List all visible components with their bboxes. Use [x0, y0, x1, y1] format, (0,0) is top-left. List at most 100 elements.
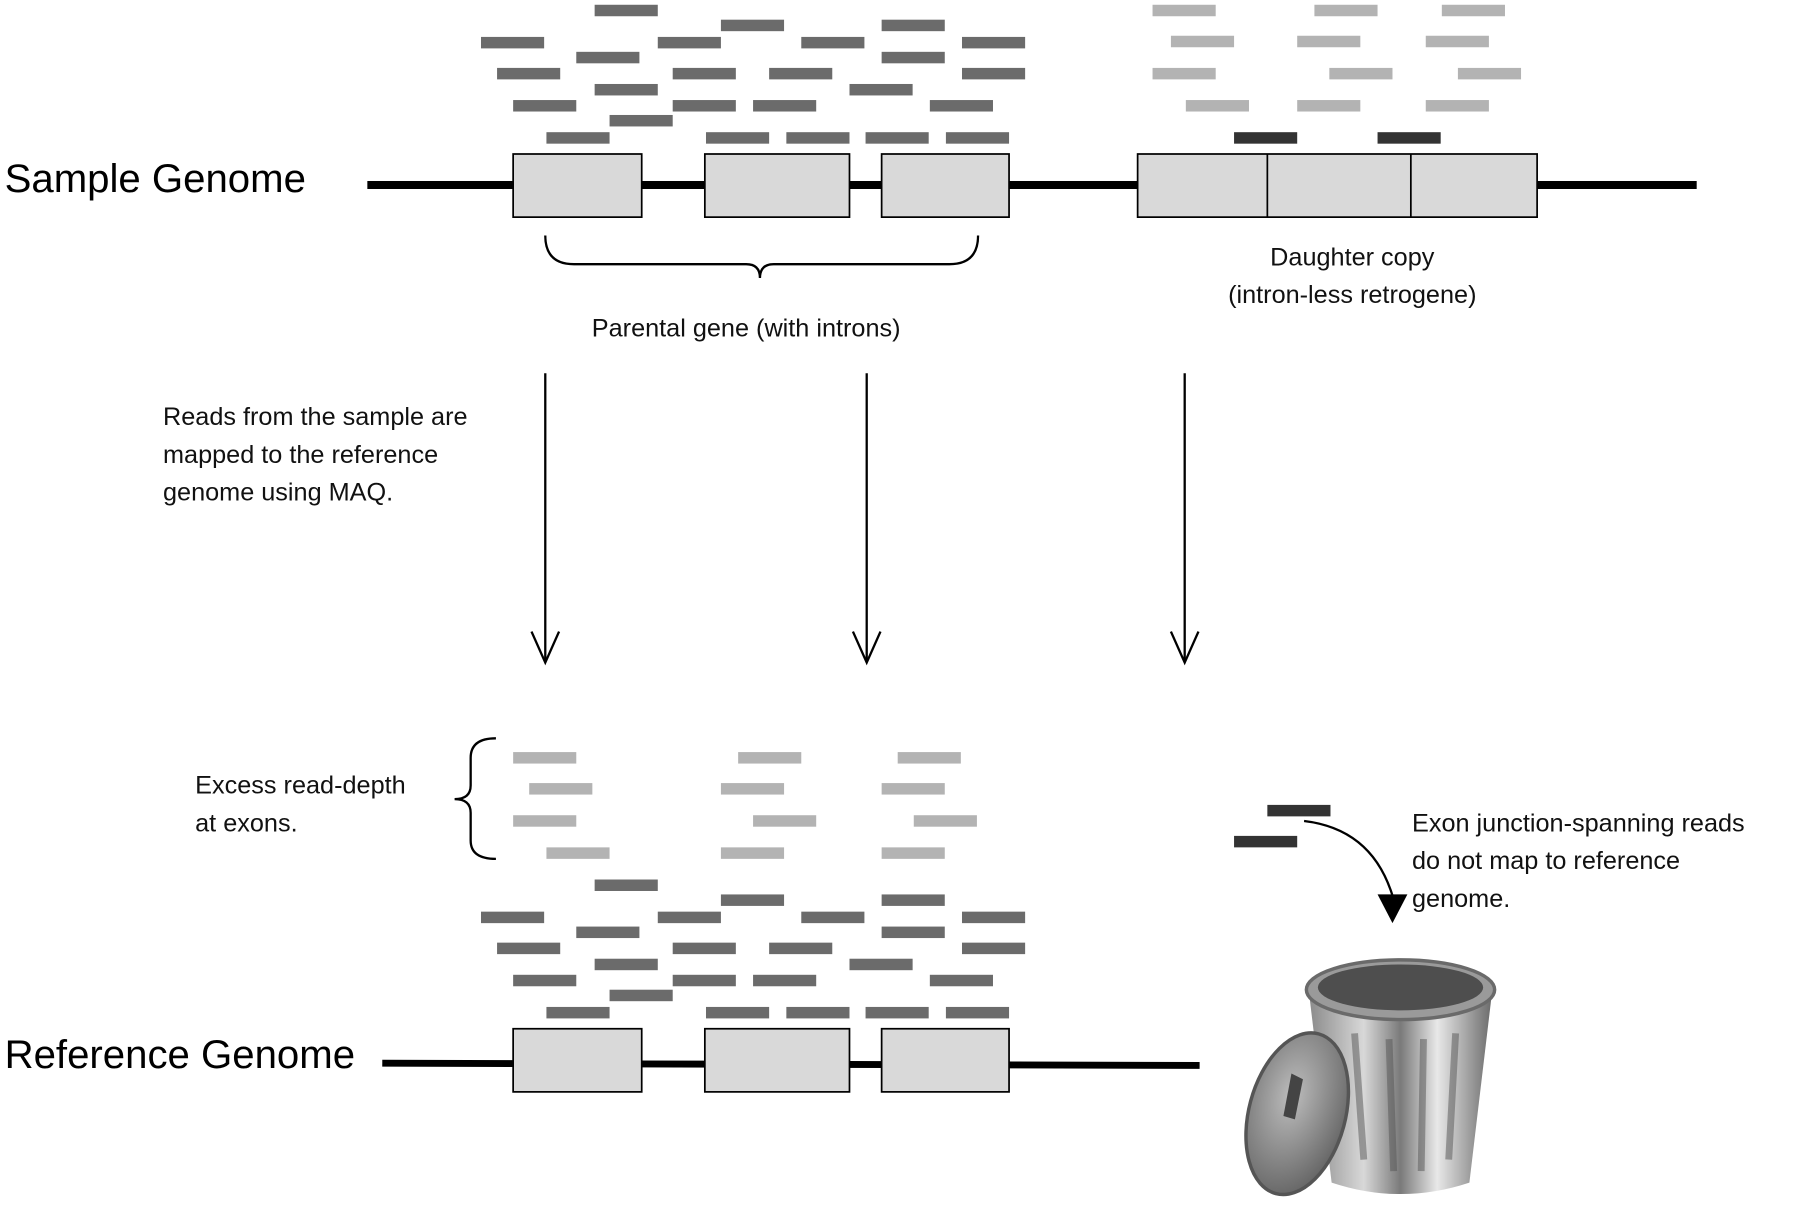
mapped-parental-read: [865, 1006, 929, 1019]
excess-mapped-read: [913, 815, 977, 827]
mapped-parental-read: [881, 926, 945, 939]
excess-mapped-read: [897, 752, 961, 764]
retrogene-read: [1185, 100, 1249, 112]
parental-read: [865, 132, 929, 144]
exon: [512, 153, 643, 218]
excess-note-line: Excess read-depth: [195, 771, 406, 799]
retrogene-read: [1425, 100, 1489, 112]
mapped-parental-read: [594, 958, 658, 971]
retrogene-read: [1152, 67, 1216, 80]
excess-mapped-read: [513, 815, 577, 827]
down-arrow-icon: [1169, 373, 1200, 666]
reference-genome-label: Reference Genome: [5, 1032, 355, 1077]
excess-mapped-read: [881, 783, 945, 795]
excess-mapped-read: [513, 752, 577, 764]
parental-read: [497, 67, 561, 80]
mapped-parental-read: [753, 974, 817, 987]
mapping-note-line: mapped to the reference: [163, 441, 438, 469]
exon: [703, 1027, 851, 1093]
retrogene-read: [1297, 100, 1361, 112]
parental-read: [480, 36, 545, 49]
retrogene-read: [1425, 35, 1489, 48]
junction-read: [1234, 835, 1298, 848]
exon: [880, 153, 1010, 218]
parental-read: [961, 67, 1026, 80]
mapped-parental-read: [849, 958, 913, 971]
excess-mapped-read: [881, 847, 945, 859]
retrogene-read: [1170, 35, 1235, 48]
parental-read: [546, 132, 610, 144]
mapped-parental-read: [546, 1006, 610, 1019]
parental-gene-label: Parental gene (with introns): [592, 315, 901, 343]
mapped-parental-read: [594, 879, 658, 891]
reference-exons: [512, 1027, 1010, 1093]
retrogene-box: [1136, 153, 1538, 218]
daughter-copy-label: Daughter copy: [1270, 243, 1435, 271]
excess-mapped-read: [738, 752, 802, 764]
mapped-parental-read: [576, 926, 640, 939]
excess-note-line: at exons.: [195, 809, 297, 837]
mapped-parental-read: [881, 894, 945, 906]
retrogene-read: [1441, 4, 1505, 17]
parental-read: [594, 83, 658, 96]
mapped-parental-read: [720, 894, 785, 906]
retrogene-read: [1457, 67, 1522, 80]
parental-read: [657, 36, 721, 49]
mapped-parental-read: [497, 942, 561, 955]
excess-mapped-read: [546, 847, 610, 859]
parental-read: [929, 100, 993, 112]
parental-gene-brace: [544, 235, 980, 279]
sample-genome-label: Sample Genome: [5, 156, 306, 201]
mapped-parental-read: [513, 974, 577, 987]
mapped-parental-read: [657, 911, 721, 924]
mapped-parental-read: [801, 911, 865, 924]
parental-read: [769, 67, 833, 80]
junction-read: [1234, 132, 1298, 144]
junction-read: [1377, 132, 1441, 144]
excess-depth-brace: [454, 737, 496, 860]
excess-mapped-read: [720, 783, 785, 795]
retrogene-read: [1152, 4, 1216, 17]
excess-mapped-read: [529, 783, 593, 795]
parental-read: [720, 19, 785, 32]
parental-read: [786, 132, 850, 144]
junction-read: [1267, 804, 1331, 817]
retrogene-read: [1329, 67, 1393, 80]
mapped-parental-read: [961, 942, 1026, 955]
junction-note-line: genome.: [1412, 885, 1510, 913]
parental-read: [961, 36, 1026, 49]
parental-read: [594, 4, 658, 17]
mapped-parental-read: [480, 911, 545, 924]
retrogene-read: [1314, 4, 1378, 17]
down-arrow-icon: [851, 373, 882, 666]
daughter-copy-sublabel: (intron-less retrogene): [1228, 281, 1476, 309]
exon: [512, 1027, 643, 1093]
parental-read: [609, 114, 673, 127]
junction-note-line: do not map to reference: [1412, 847, 1680, 875]
mapping-note-line: Reads from the sample are: [163, 403, 468, 431]
mapped-parental-read: [672, 942, 736, 955]
excess-mapped-read: [753, 815, 817, 827]
mapped-parental-read: [945, 1006, 1010, 1019]
parental-read: [672, 100, 736, 112]
parental-read: [513, 100, 577, 112]
parental-read: [849, 83, 913, 96]
parental-read: [881, 19, 945, 32]
mapping-note-line: genome using MAQ.: [163, 479, 393, 507]
mapped-parental-read: [961, 911, 1026, 924]
excess-mapped-read: [720, 847, 785, 859]
mapped-parental-read: [786, 1006, 850, 1019]
junction-note-line: Exon junction-spanning reads: [1412, 809, 1745, 837]
parental-read: [945, 132, 1010, 144]
parental-read: [672, 67, 736, 80]
sample-parental-exons: [512, 153, 1010, 218]
parental-read: [576, 51, 640, 64]
parental-read: [801, 36, 865, 49]
parental-read: [881, 51, 945, 64]
mapped-parental-read: [609, 989, 673, 1002]
mapped-parental-read: [769, 942, 833, 955]
curved-arrow-icon: [1303, 819, 1408, 924]
mapped-parental-read: [705, 1006, 770, 1019]
retrogene-read: [1297, 35, 1361, 48]
